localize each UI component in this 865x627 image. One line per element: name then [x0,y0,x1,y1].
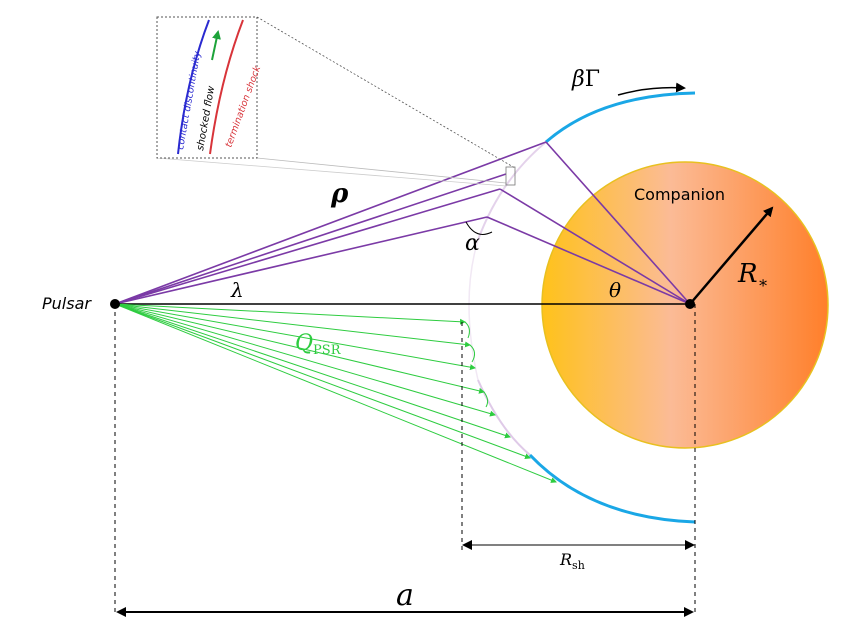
lambda-label: λ [230,278,244,302]
alpha-label: α [465,231,480,256]
inset-contact-curve [177,19,210,155]
beta-gamma-arrow [617,82,686,96]
shock-arc-upper [545,91,696,144]
shock-arc-fade-upper [477,141,547,241]
pulsar-wind-lines [114,303,557,483]
r-star-label: R∗ [737,259,768,292]
dashed-guides [114,304,696,612]
inset-leader-lines [156,16,516,187]
beta-gamma-label: βΓ [571,67,600,92]
inset-flow-arrow [211,30,221,61]
purple-lines [114,141,691,305]
zoom-inset: contact discontinuity shocked flow termi… [156,16,263,159]
rho-label: ρ [330,179,349,209]
companion-star [541,161,829,449]
zoom-target-box [505,166,516,186]
shock-arc-lower [528,453,696,524]
q-psr-label: QPSR [295,331,342,358]
r-star-arrow [689,206,774,305]
alpha-angle-arc [465,221,493,235]
shock-arc-fade-lower [477,379,531,456]
theta-label: θ [609,278,621,302]
inset-termination-curve [209,19,244,155]
a-label: a [396,578,414,613]
pulsar-label: Pulsar [42,294,92,313]
shock-arc-fade-mid [468,239,479,381]
r-sh-label: Rsh [559,550,585,572]
companion-label: Companion [634,185,725,204]
